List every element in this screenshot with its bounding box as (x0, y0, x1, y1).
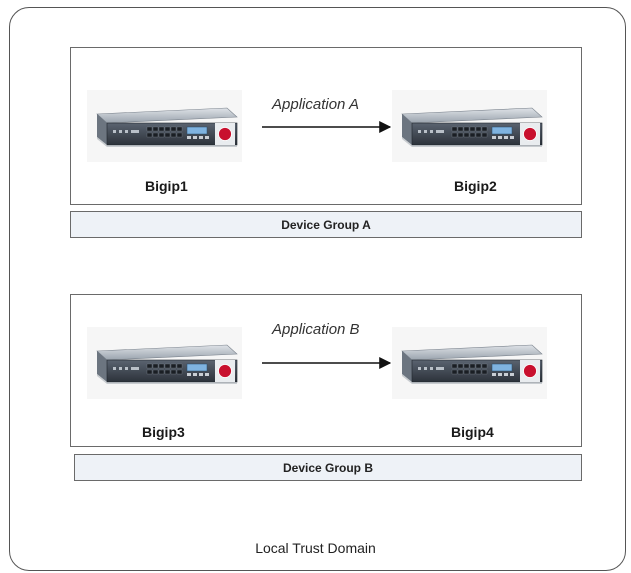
bigip1-label: Bigip1 (145, 178, 188, 194)
arrow-right-icon (262, 121, 392, 133)
bigip4-label: Bigip4 (451, 424, 494, 440)
application-a-label: Application A (272, 96, 359, 113)
local-trust-domain-label: Local Trust Domain (255, 540, 376, 556)
arrow-right-icon (262, 357, 392, 369)
application-b-label: Application B (272, 321, 360, 338)
bigip3-device (87, 327, 242, 399)
device-group-b-label: Device Group B (74, 454, 582, 481)
server-appliance-icon (87, 90, 242, 162)
bigip2-label: Bigip2 (454, 178, 497, 194)
server-appliance-icon (392, 90, 547, 162)
device-group-a-label: Device Group A (70, 211, 582, 238)
server-appliance-icon (87, 327, 242, 399)
bigip1-device (87, 90, 242, 162)
server-appliance-icon (392, 327, 547, 399)
bigip2-device (392, 90, 547, 162)
bigip4-device (392, 327, 547, 399)
bigip3-label: Bigip3 (142, 424, 185, 440)
